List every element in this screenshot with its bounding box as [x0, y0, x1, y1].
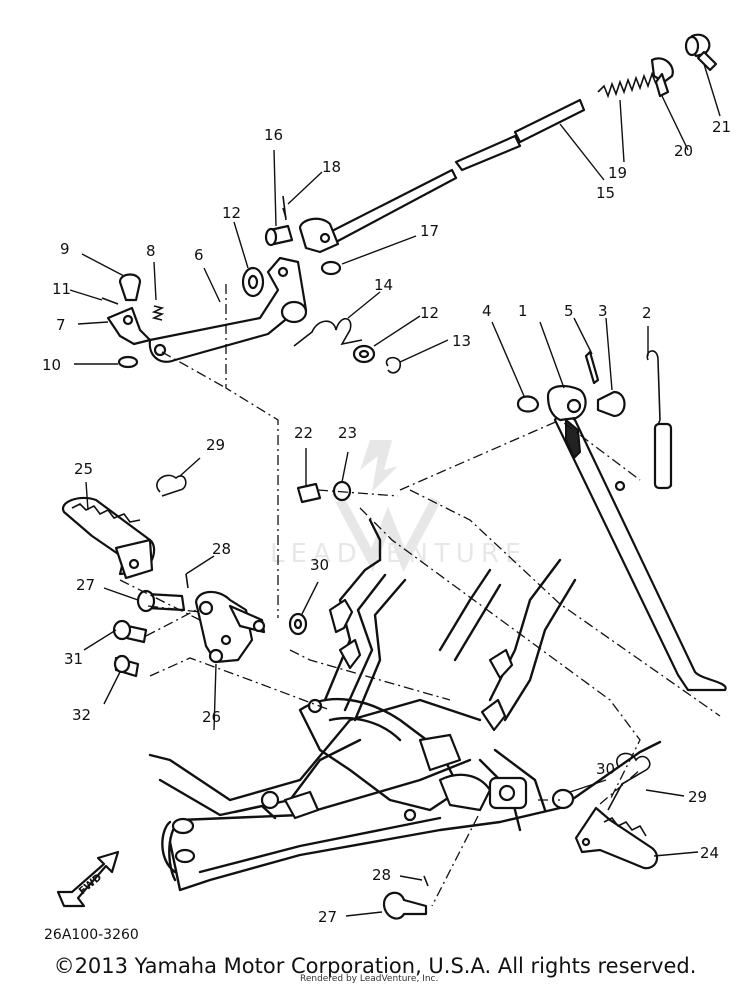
- callout-27b: 27: [318, 908, 337, 926]
- callout-14: 14: [374, 276, 393, 294]
- callout-9: 9: [60, 240, 70, 258]
- watermark-text: LEADVENTURE: [270, 539, 527, 569]
- callout-22: 22: [294, 424, 313, 442]
- callouts: 1 2 3 4 5 6 7 8 9 10 11 12 12 13 14 15 1…: [42, 118, 731, 926]
- leader-lines: [69, 63, 721, 917]
- watermark: LEADVENTURE: [270, 440, 527, 572]
- callout-18: 18: [322, 158, 341, 176]
- callout-31: 31: [64, 650, 83, 668]
- footrest-left: [61, 474, 308, 678]
- callout-15: 15: [596, 184, 615, 202]
- linkage-assembly: [101, 33, 718, 504]
- callout-29a: 29: [206, 436, 225, 454]
- callout-2: 2: [642, 304, 652, 322]
- callout-28b: 28: [372, 866, 391, 884]
- callout-3: 3: [598, 302, 608, 320]
- callout-5: 5: [564, 302, 574, 320]
- callout-26: 26: [202, 708, 221, 726]
- callout-7: 7: [56, 316, 66, 334]
- callout-20: 20: [674, 142, 693, 160]
- assembly-lines: [119, 284, 721, 907]
- diagram-code: 26A100-3260: [44, 927, 139, 943]
- callout-11: 11: [52, 280, 71, 298]
- callout-25: 25: [74, 460, 93, 478]
- callout-13: 13: [452, 332, 471, 350]
- callout-17: 17: [420, 222, 439, 240]
- callout-29b: 29: [688, 788, 707, 806]
- callout-1: 1: [518, 302, 528, 320]
- footrest-right: [382, 752, 659, 920]
- callout-28a: 28: [212, 540, 231, 558]
- copyright-notice: ©2013 Yamaha Motor Corporation, U.S.A. A…: [53, 954, 697, 978]
- fwd-arrow: FWD: [56, 850, 120, 908]
- callout-27a: 27: [76, 576, 95, 594]
- callout-6: 6: [194, 246, 204, 264]
- callout-8: 8: [146, 242, 156, 260]
- callout-10: 10: [42, 356, 61, 374]
- callout-30b: 30: [596, 760, 615, 778]
- callout-4: 4: [482, 302, 492, 320]
- callout-21: 21: [712, 118, 731, 136]
- callout-12a: 12: [222, 204, 241, 222]
- callout-32: 32: [72, 706, 91, 724]
- callout-16: 16: [264, 126, 283, 144]
- callout-19: 19: [608, 164, 627, 182]
- sidestand-assembly: [516, 350, 727, 692]
- callout-12b: 12: [420, 304, 439, 322]
- callout-24: 24: [700, 844, 719, 862]
- callout-23: 23: [338, 424, 357, 442]
- rendered-by-note: Rendered by LeadVenture, Inc.: [300, 974, 439, 984]
- callout-30a: 30: [310, 556, 329, 574]
